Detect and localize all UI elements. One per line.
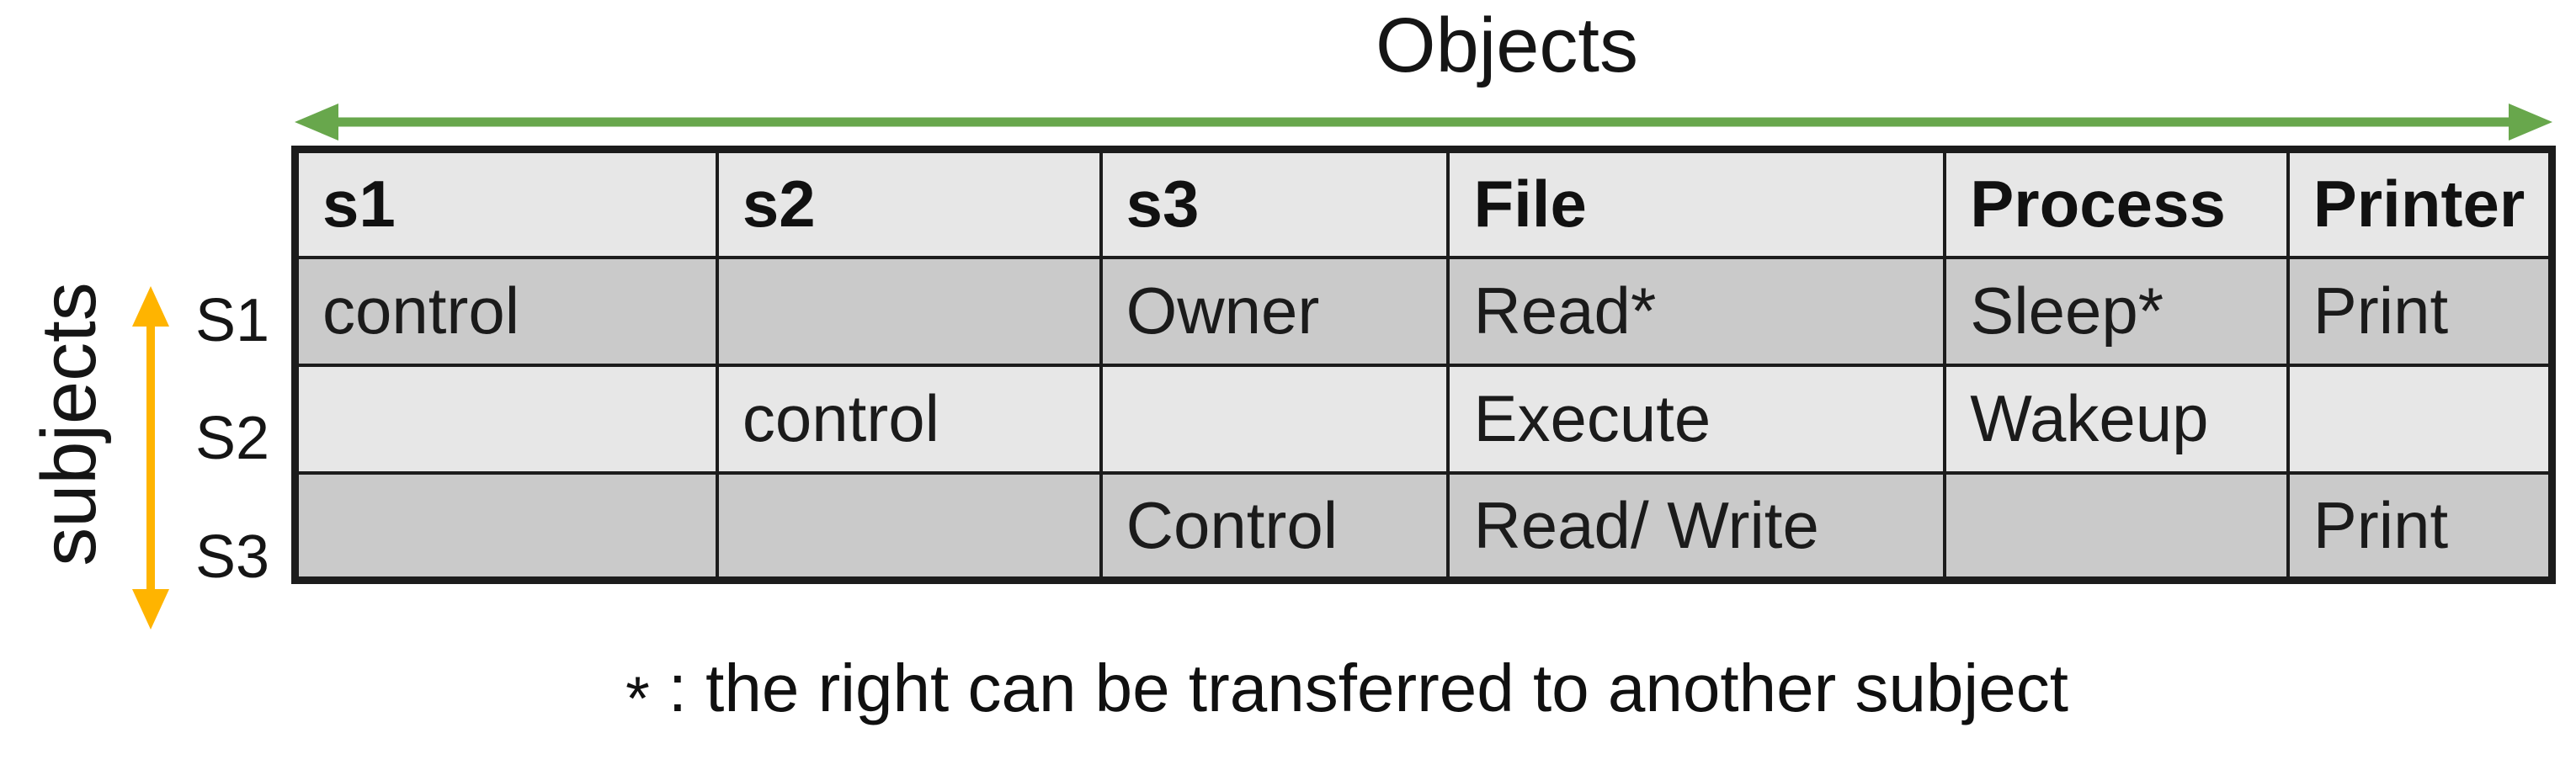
row-label-s3: S3 — [194, 523, 270, 591]
row-label-s1: S1 — [194, 287, 270, 355]
objects-axis-arrow-icon — [295, 104, 2552, 141]
table-row-s1: control Owner Read* Sleep* Print — [293, 255, 2554, 367]
subjects-axis-arrow-icon — [132, 286, 169, 630]
cell-s2-s2: control — [715, 363, 1103, 475]
column-header-file: File — [1446, 147, 1947, 259]
subjects-axis-label: subjects — [26, 282, 112, 566]
cell-s2-s1 — [293, 363, 719, 475]
cell-s2-printer — [2286, 363, 2554, 475]
column-header-printer: Printer — [2286, 147, 2554, 259]
access-matrix-table: s1 s2 s3 File Process Printer control Ow… — [291, 146, 2556, 584]
table-header-row: s1 s2 s3 File Process Printer — [293, 147, 2554, 259]
cell-s1-printer: Print — [2286, 255, 2554, 367]
table-row-s3: Control Read/ Write Print — [293, 470, 2554, 582]
table-row-s2: control Execute Wakeup — [293, 363, 2554, 475]
cell-s1-process: Sleep* — [1943, 255, 2290, 367]
cell-s1-file: Read* — [1446, 255, 1947, 367]
column-header-s2: s2 — [715, 147, 1103, 259]
cell-s3-s2 — [715, 470, 1103, 582]
footnote: * : the right can be transferred to anoth… — [118, 650, 2576, 733]
cell-s3-file: Read/ Write — [1446, 470, 1947, 582]
column-header-s1: s1 — [293, 147, 719, 259]
page-title: Objects — [1376, 3, 1638, 88]
cell-s3-s3: Control — [1099, 470, 1450, 582]
cell-s2-s3 — [1099, 363, 1450, 475]
column-header-s3: s3 — [1099, 147, 1450, 259]
cell-s3-s1 — [293, 470, 719, 582]
cell-s3-printer: Print — [2286, 470, 2554, 582]
cell-s1-s3: Owner — [1099, 255, 1450, 367]
subject-row-labels: S1 S2 S3 — [185, 262, 279, 616]
cell-s2-process: Wakeup — [1943, 363, 2290, 475]
cell-s1-s2 — [715, 255, 1103, 367]
asterisk-symbol: * — [625, 663, 650, 734]
footnote-text: : the right can be transferred to anothe… — [668, 651, 2068, 725]
row-label-s2: S2 — [194, 405, 270, 473]
column-header-process: Process — [1943, 147, 2290, 259]
cell-s2-file: Execute — [1446, 363, 1947, 475]
cell-s1-s1: control — [293, 255, 719, 367]
cell-s3-process — [1943, 470, 2290, 582]
